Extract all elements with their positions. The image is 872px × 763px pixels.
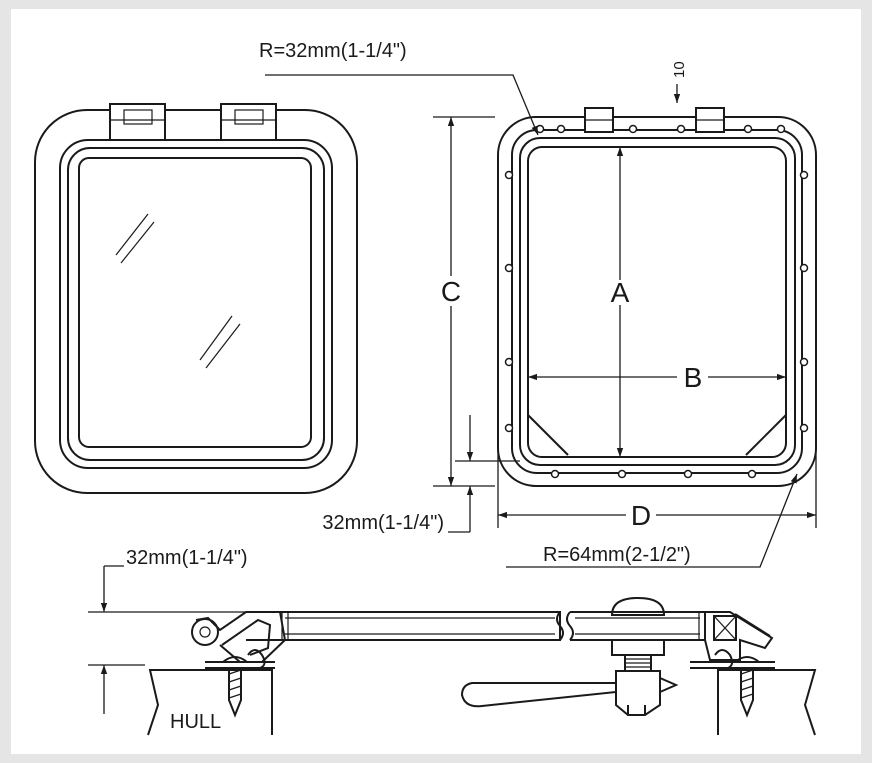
frame-opening-outer [519,137,796,466]
front-view-hatch [34,103,358,494]
frame-hinge-left [584,107,614,133]
flange-width-label: 32mm(1-1/4") [322,512,444,534]
lid-body-right [570,611,706,641]
right-frame-profile [690,611,775,669]
break-line-left [556,611,564,641]
outer-frame [34,109,358,494]
corner-gusset-left [527,414,569,456]
hull-label: HULL [170,711,221,733]
radius-inner-label: R=32mm(1-1/4") [259,40,407,62]
dim-c-label: C [441,276,461,307]
lid-body-left [246,611,561,641]
dim-d-label: D [631,500,651,531]
frame-inner-edge [59,139,333,469]
glare-mark [120,221,155,264]
frame-outer-edge [497,116,817,487]
left-hinge-profile [191,611,289,669]
break-line-right [566,611,574,641]
hinge-offset-label: 10 [671,61,688,78]
glare-mark [205,323,241,369]
glare-mark [199,315,233,361]
radius-inner-leader [265,74,539,136]
screw-holes [504,124,809,479]
hull-right-block [717,669,817,736]
lid-outer-edge [67,147,325,461]
frame-opening-inner [527,146,787,458]
dimensioned-frame-view: A B C D 32mm(1-1/4") R=32mm(1-1/4") R=64… [259,40,817,568]
hinge-right [220,103,277,141]
dim-b-label: B [684,362,703,393]
side-section-view: 32mm(1-1/4") HULL [88,547,817,736]
frame-middle-edge [511,129,803,474]
radius-outer-label: R=64mm(2-1/2") [543,544,691,566]
corner-gusset-right [745,414,787,456]
height-above-hull-label: 32mm(1-1/4") [126,547,248,569]
frame-hinge-right [695,107,725,133]
glass-pane [78,157,312,448]
right-screw [734,656,760,718]
radius-outer-leader [506,473,798,568]
glare-mark [115,213,149,256]
left-screw [222,656,248,718]
dim-a-label: A [611,277,630,308]
hull-left-block [147,669,273,736]
latch-mechanism [460,596,679,716]
hinge-left [109,103,166,141]
